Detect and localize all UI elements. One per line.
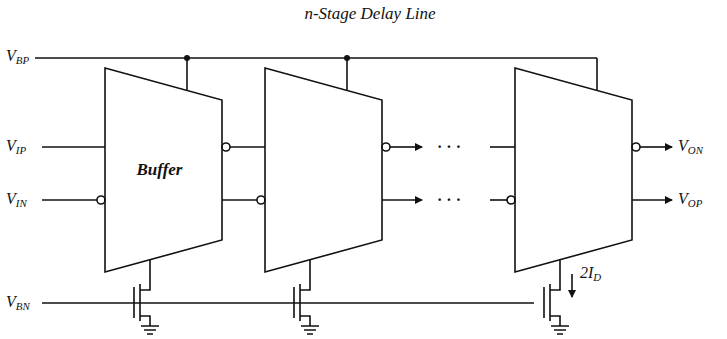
current-arrow: [571, 274, 573, 297]
signal-name: VBN: [6, 293, 30, 313]
nmos-transistor: [294, 260, 319, 334]
input-wire: [42, 146, 105, 148]
signal-name: VIN: [6, 190, 27, 210]
bias-wire: [35, 57, 597, 59]
current-label: 2ID: [580, 264, 601, 284]
buffer-block: Buffer: [105, 68, 222, 272]
signal-name: VBP: [6, 47, 29, 67]
signal-name: VON: [678, 137, 703, 157]
buffer-symbol: [265, 68, 382, 272]
junction-dot: [184, 55, 190, 61]
ellipsis: · · ·: [437, 191, 461, 209]
diagram-title: n-Stage Delay Line: [235, 4, 505, 24]
signal-name: VIP: [6, 137, 26, 157]
nmos-transistor: [134, 260, 159, 334]
buffer-symbol: [515, 68, 632, 272]
bias-wire: [42, 302, 534, 304]
input-wire: [42, 199, 97, 201]
buffer-label: Buffer: [137, 160, 191, 180]
ellipsis: · · ·: [437, 138, 461, 156]
junction-dot: [344, 55, 350, 61]
nmos-transistor: [544, 260, 569, 334]
signal-name: VOP: [678, 190, 702, 210]
